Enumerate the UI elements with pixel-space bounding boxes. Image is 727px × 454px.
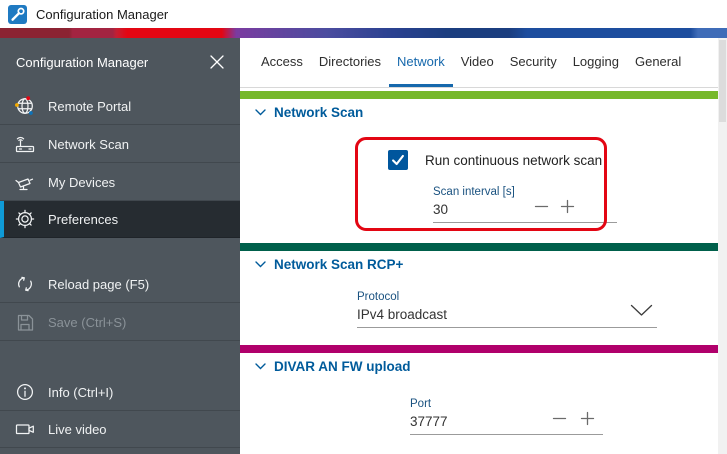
chevron-down-icon bbox=[255, 261, 266, 268]
increment-button[interactable] bbox=[559, 198, 576, 215]
field-label: Protocol bbox=[357, 291, 400, 303]
tab-logging[interactable]: Logging bbox=[572, 53, 619, 69]
field-label: Scan interval [s] bbox=[433, 186, 515, 198]
video-camera-icon bbox=[15, 424, 34, 435]
sidebar-item-info[interactable]: Info (Ctrl+I) bbox=[0, 374, 240, 411]
chevron-down-icon bbox=[255, 109, 266, 116]
brand-gradient-strip bbox=[0, 28, 727, 38]
scrollbar[interactable] bbox=[718, 38, 727, 454]
tab-security[interactable]: Security bbox=[509, 53, 557, 69]
continuous-scan-row: Run continuous network scan bbox=[388, 150, 602, 170]
window-title: Configuration Manager bbox=[36, 6, 169, 22]
section-title: DIVAR AN FW upload bbox=[274, 359, 411, 374]
sidebar-item-label: Remote Portal bbox=[48, 98, 132, 114]
chevron-down-icon[interactable] bbox=[630, 304, 653, 317]
reload-icon bbox=[18, 276, 32, 292]
sidebar-item-network-scan[interactable]: Network Scan bbox=[0, 126, 240, 163]
sidebar-item-label: Save (Ctrl+S) bbox=[48, 314, 127, 330]
tab-bar: Access Directories Network Video Securit… bbox=[240, 38, 718, 88]
camera-icon bbox=[15, 178, 34, 191]
sidebar-item-label: My Devices bbox=[48, 174, 116, 190]
info-icon bbox=[16, 383, 34, 401]
network-scan-icon bbox=[15, 136, 35, 153]
port-input[interactable]: 37777 bbox=[410, 414, 448, 429]
sidebar-header: Configuration Manager bbox=[0, 38, 240, 86]
sidebar-item-label: Network Scan bbox=[48, 136, 129, 152]
tab-general[interactable]: General bbox=[634, 53, 682, 69]
checkbox-label: Run continuous network scan bbox=[425, 152, 603, 168]
tab-network[interactable]: Network bbox=[389, 38, 453, 87]
field-label: Port bbox=[410, 398, 432, 410]
sidebar: Configuration Manager Remote Portal Netw… bbox=[0, 38, 240, 454]
remote-portal-globe-icon bbox=[15, 96, 33, 115]
chevron-down-icon bbox=[255, 363, 266, 370]
protocol-dropdown[interactable]: Protocol IPv4 broadcast bbox=[357, 291, 657, 328]
section-header-network-scan[interactable]: Network Scan bbox=[255, 105, 363, 120]
section-title: Network Scan RCP+ bbox=[274, 257, 404, 272]
sidebar-item-my-devices[interactable]: My Devices bbox=[0, 164, 240, 201]
sidebar-item-preferences[interactable]: Preferences bbox=[0, 201, 240, 238]
tab-video[interactable]: Video bbox=[460, 53, 494, 69]
sidebar-title: Configuration Manager bbox=[16, 54, 149, 70]
close-icon[interactable] bbox=[208, 53, 226, 71]
window-titlebar: Configuration Manager bbox=[0, 0, 727, 28]
sidebar-item-label: Preferences bbox=[48, 211, 119, 227]
increment-button[interactable] bbox=[579, 410, 596, 427]
decrement-button[interactable] bbox=[551, 410, 568, 427]
section-title: Network Scan bbox=[274, 105, 364, 120]
settings-panel: Access Directories Network Video Securit… bbox=[240, 38, 718, 454]
run-continuous-scan-checkbox[interactable] bbox=[388, 150, 408, 170]
scan-interval-input[interactable]: 30 bbox=[433, 202, 449, 217]
sidebar-item-label: Live video bbox=[48, 421, 107, 437]
sidebar-item-save[interactable]: Save (Ctrl+S) bbox=[0, 304, 240, 341]
tab-access[interactable]: Access bbox=[261, 53, 303, 69]
sidebar-item-live-video[interactable]: Live video bbox=[0, 411, 240, 448]
tab-directories[interactable]: Directories bbox=[318, 53, 382, 69]
protocol-selected-value[interactable]: IPv4 broadcast bbox=[357, 307, 448, 322]
port-field[interactable]: Port 37777 bbox=[410, 398, 603, 435]
gear-icon bbox=[15, 209, 35, 229]
section-header-network-scan-rcp[interactable]: Network Scan RCP+ bbox=[255, 257, 403, 272]
section-divider-divar-fw bbox=[240, 345, 718, 353]
sidebar-item-remote-portal[interactable]: Remote Portal bbox=[0, 88, 240, 125]
checkmark-icon bbox=[392, 154, 404, 166]
sidebar-item-reload-page[interactable]: Reload page (F5) bbox=[0, 266, 240, 303]
section-header-divar-fw-upload[interactable]: DIVAR AN FW upload bbox=[255, 359, 410, 374]
save-icon bbox=[17, 314, 34, 331]
app-wrench-icon bbox=[8, 4, 27, 24]
scrollbar-thumb[interactable] bbox=[719, 40, 726, 122]
sidebar-item-label: Info (Ctrl+I) bbox=[48, 384, 114, 400]
sidebar-item-label: Reload page (F5) bbox=[48, 276, 150, 292]
section-divider-network-scan bbox=[240, 91, 718, 99]
decrement-button[interactable] bbox=[533, 198, 550, 215]
section-divider-network-scan-rcp bbox=[240, 243, 718, 251]
scan-interval-field[interactable]: Scan interval [s] 30 bbox=[433, 186, 617, 223]
